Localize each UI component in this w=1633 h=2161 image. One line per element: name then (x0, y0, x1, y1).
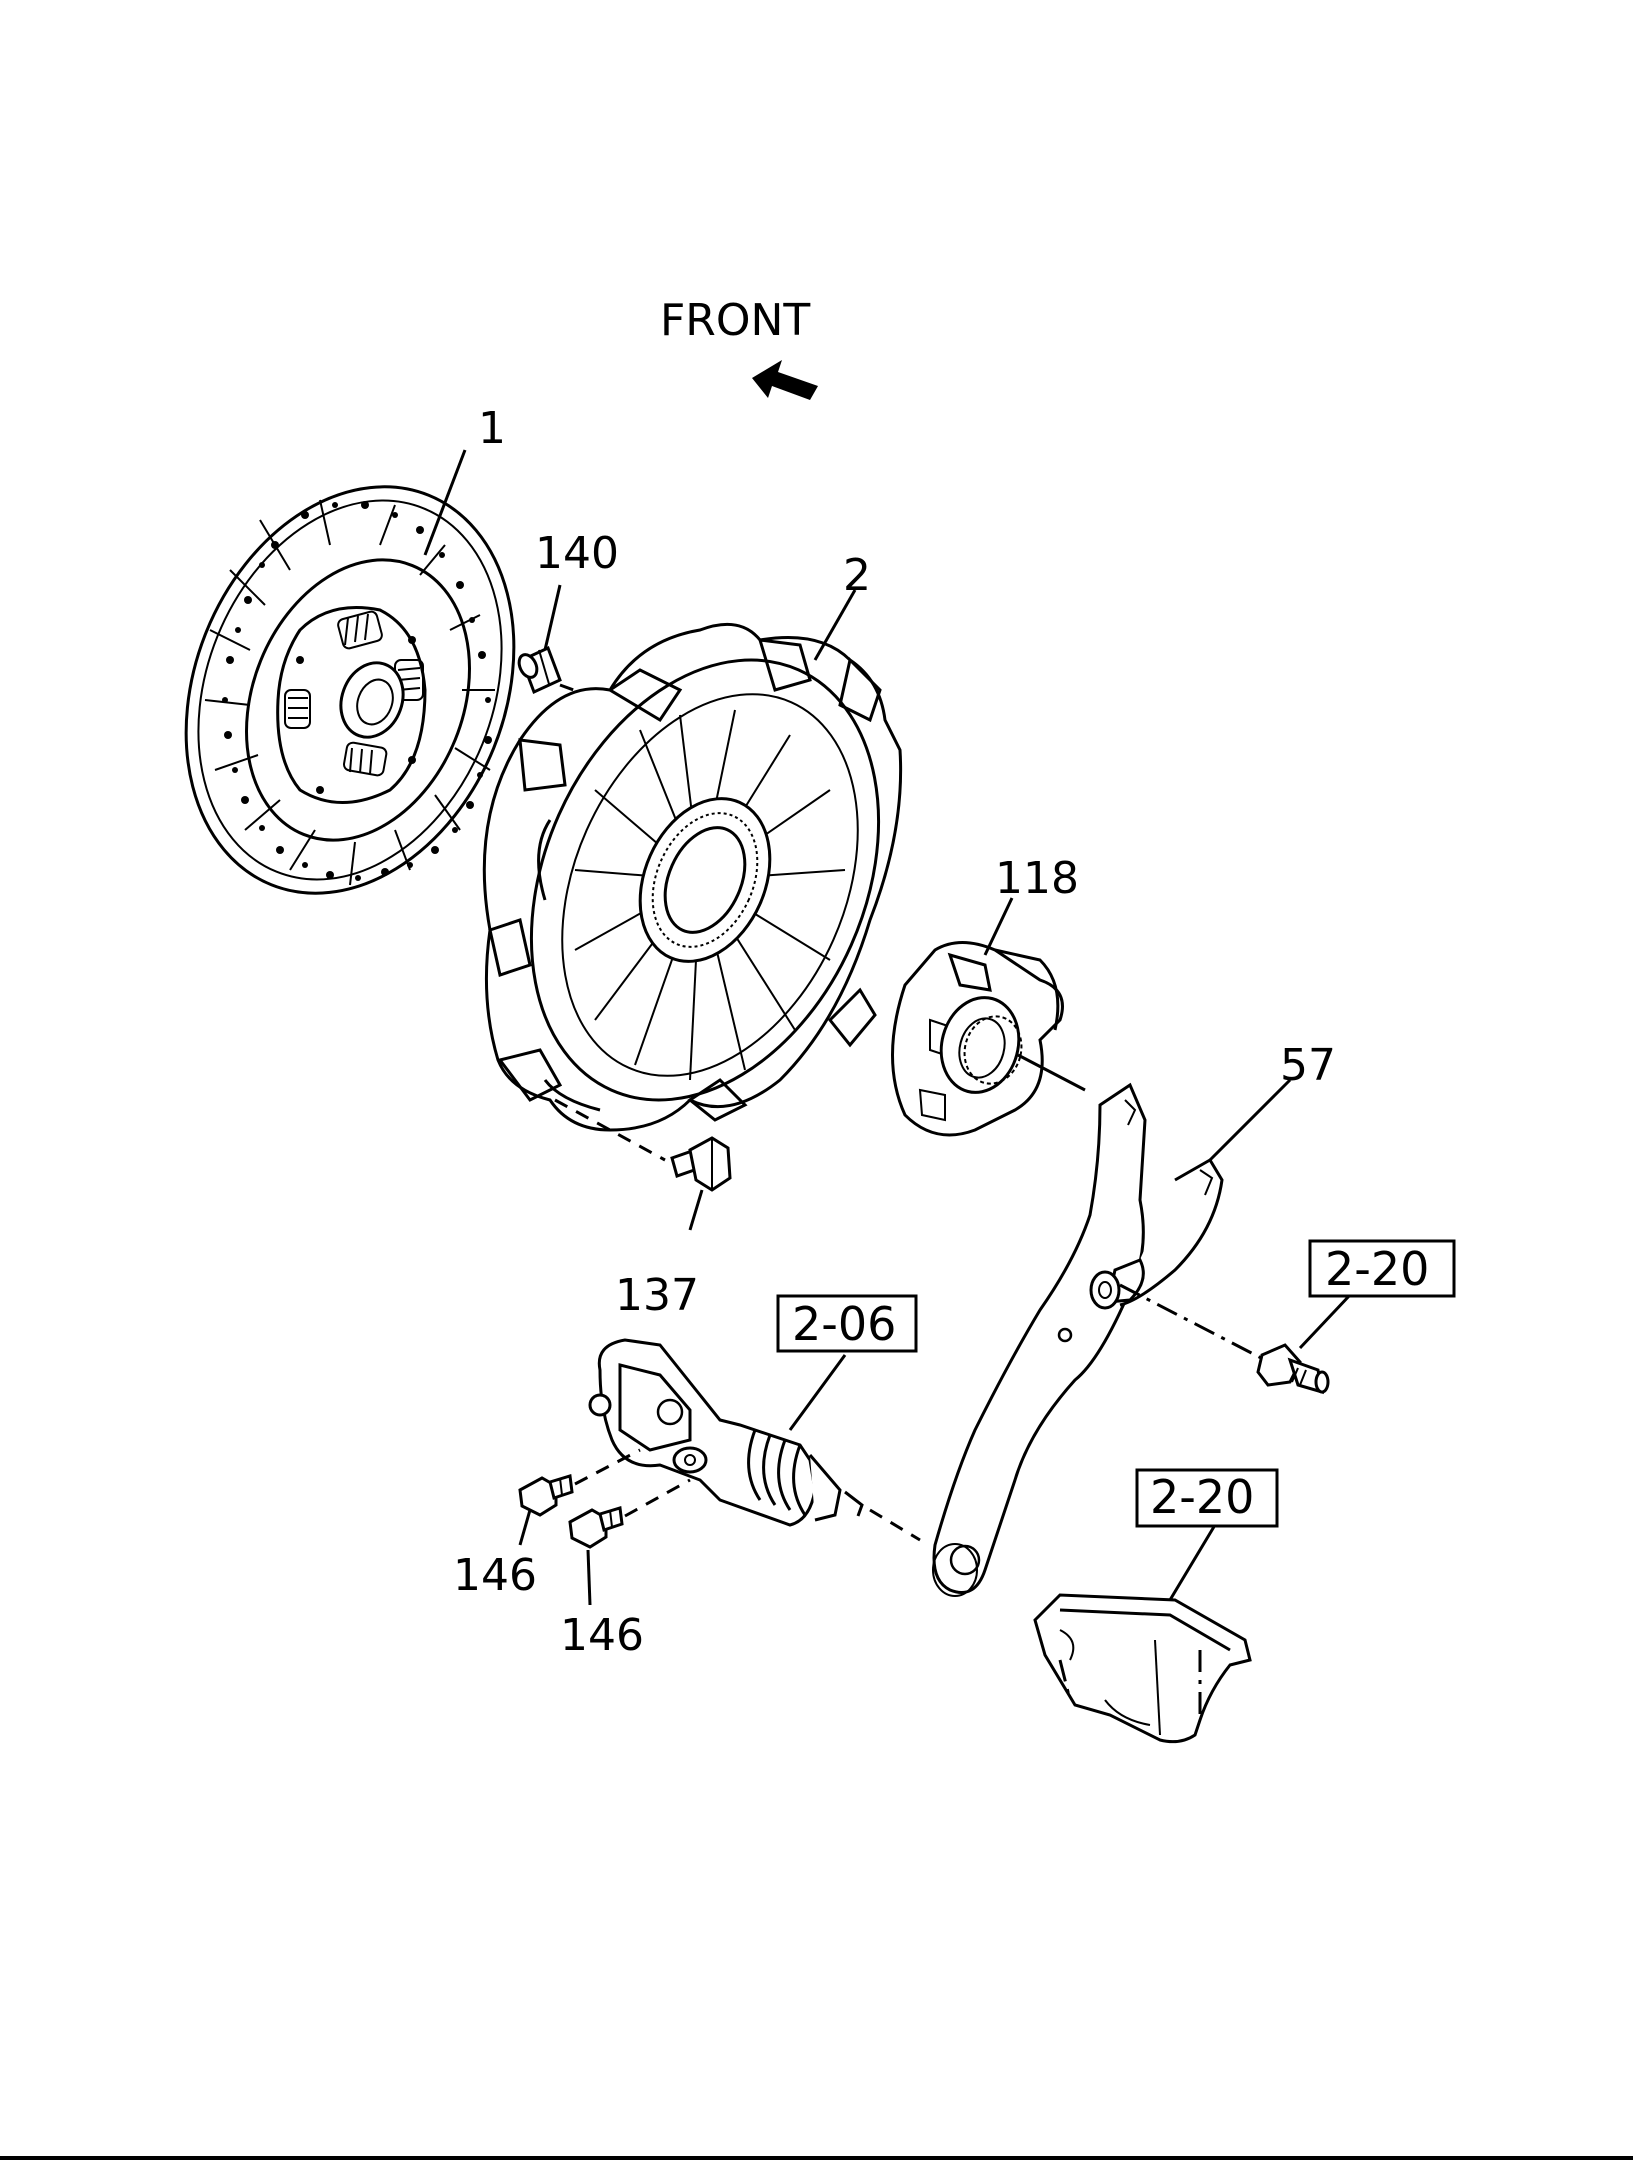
leader-ref-220b (1168, 1524, 1217, 1601)
cover-bolt (670, 1136, 732, 1192)
callout-118: 118 (995, 853, 1079, 904)
leader-137 (688, 1189, 704, 1231)
callout-1: 1 (478, 403, 506, 454)
dashed-guide-146b (624, 1478, 691, 1518)
chain-line-pivot (1119, 1283, 1266, 1362)
clutch-cover-assembly (482, 622, 903, 1132)
guide-118 (1017, 1053, 1086, 1092)
ref-220a-label: 2-20 (1325, 1242, 1429, 1296)
ref-box-220b (1135, 1468, 1279, 1528)
slave-cylinder (588, 1338, 864, 1527)
callout-146b: 146 (560, 1610, 644, 1661)
clutch-disc (184, 485, 516, 895)
front-arrow-icon (752, 360, 818, 400)
leader-1 (423, 449, 467, 556)
callout-140: 140 (535, 528, 619, 579)
callout-137: 137 (615, 1270, 699, 1321)
leader-2 (813, 589, 857, 661)
callout-146a: 146 (453, 1550, 537, 1601)
front-label: FRONT (660, 295, 810, 346)
mounting-bolt-a (518, 1474, 574, 1517)
mounting-bolt-b (568, 1506, 624, 1549)
ref-220b-label: 2-20 (1150, 1470, 1254, 1524)
leader-57 (1208, 1078, 1292, 1162)
release-bearing (891, 941, 1064, 1137)
leader-ref-220a (1298, 1293, 1352, 1350)
callout-57: 57 (1280, 1040, 1336, 1091)
pivot-ball-stud (1256, 1343, 1330, 1395)
callout-2: 2 (843, 550, 871, 601)
ref-box-206 (776, 1294, 918, 1353)
ref-206-label: 2-06 (792, 1297, 896, 1351)
dashed-guide-slave (869, 1508, 921, 1542)
dashed-guide-137 (554, 1098, 666, 1162)
leader-146b (586, 1549, 592, 1606)
leader-118 (983, 897, 1014, 956)
dowel-pin (517, 645, 562, 695)
leader-146a (518, 1509, 532, 1546)
leader-140 (543, 584, 562, 651)
release-fork-boot (1033, 1593, 1252, 1744)
dashed-guide-146a (574, 1448, 641, 1486)
release-fork (932, 1082, 1224, 1597)
ref-box-220a (1308, 1239, 1456, 1298)
leader-ref-206 (788, 1354, 847, 1431)
